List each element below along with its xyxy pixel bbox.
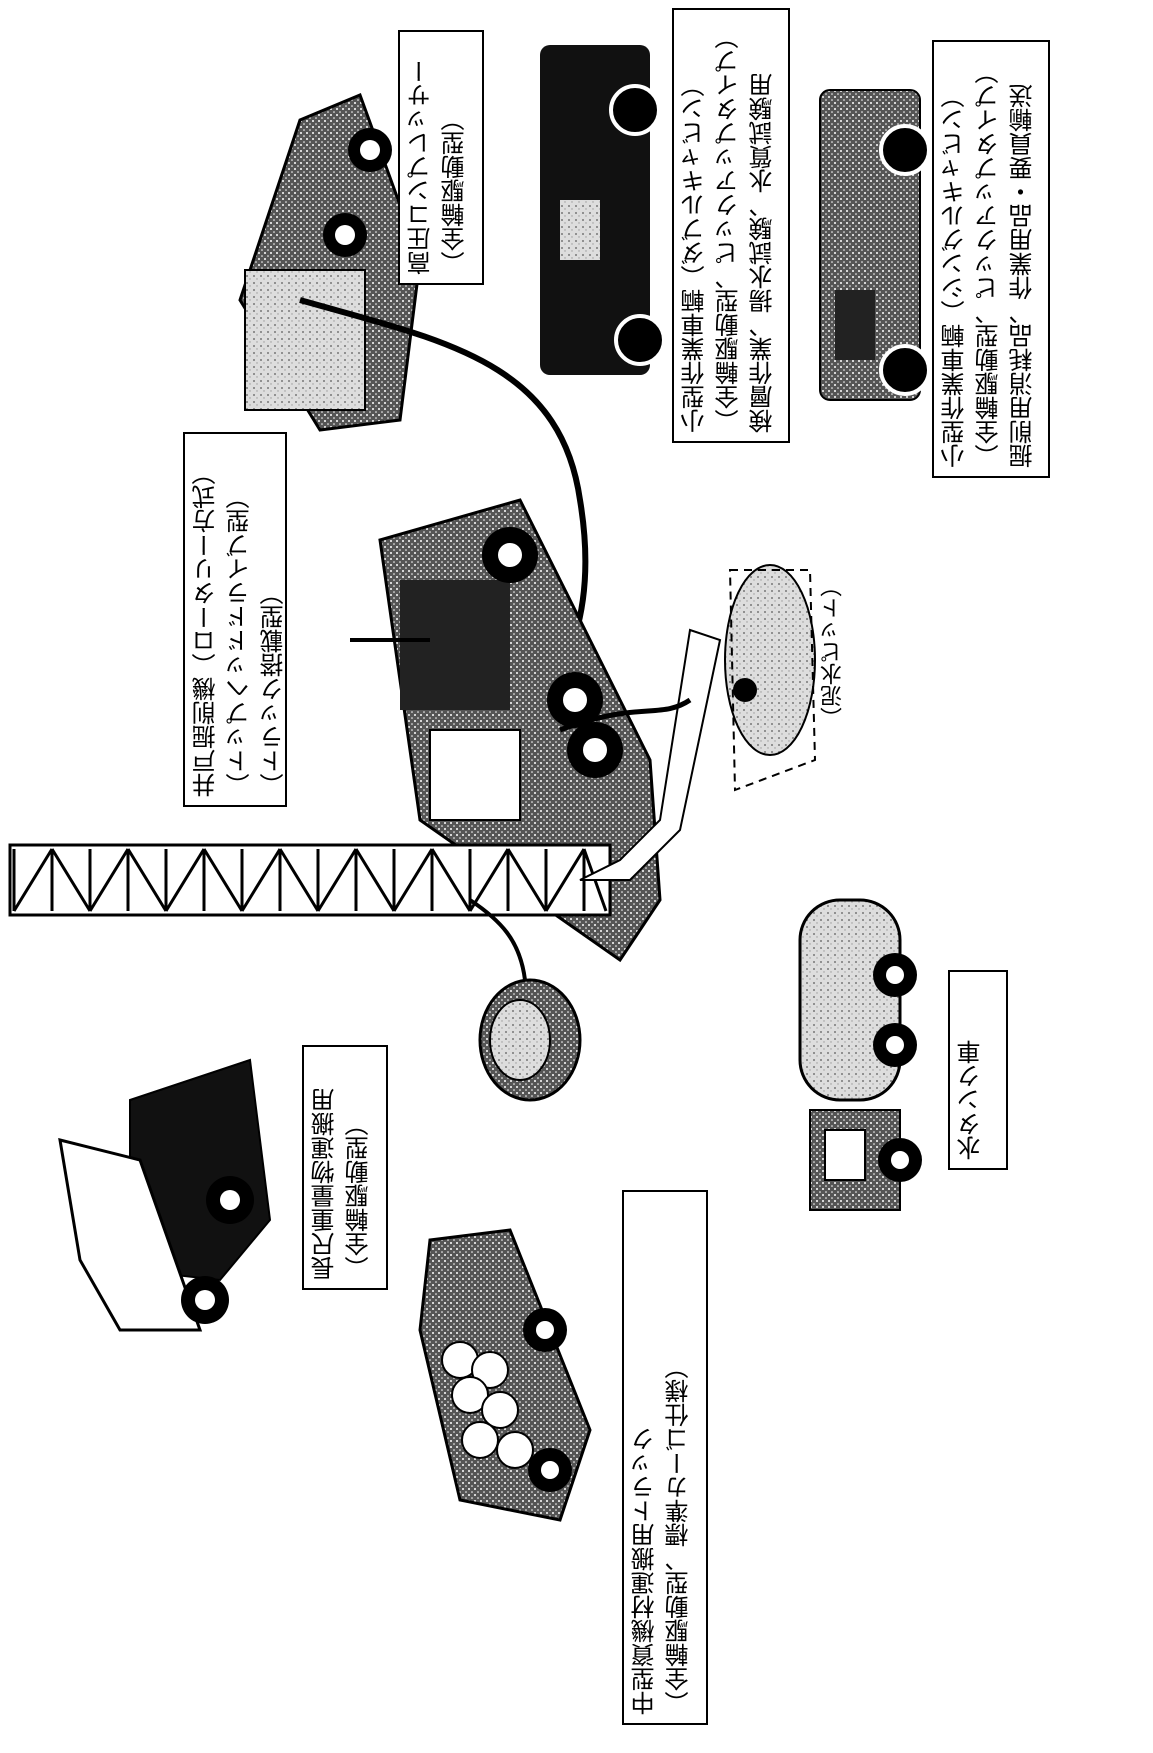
drill-rig-label-line1: 井戸掘削機（ロータリー方式） (189, 442, 223, 797)
mud-pit-illustration (725, 565, 815, 790)
drill-rig-label-line2: （トップヘッドドライブ型） (223, 442, 257, 797)
water-tanker-illustration (800, 900, 922, 1210)
mid-cargo-truck-illustration (420, 1230, 590, 1520)
hose-reel-illustration (470, 900, 580, 1100)
drill-rig-label-line3: （トラック搭載型） (257, 442, 291, 797)
double-cab-pickup-illustration (540, 45, 664, 375)
water-tanker-label-text: 水タンク車 (954, 980, 988, 1160)
compressor-truck-illustration (240, 95, 420, 430)
long-cargo-truck-illustration (60, 1060, 270, 1330)
long-cargo-label-line1: 長尺重量物運搬用 (308, 1055, 342, 1280)
drill-mast-illustration (10, 845, 610, 915)
compressor-label-line1: 高圧コンプレッサー (404, 40, 438, 275)
mid-cargo-label-line2: （全輪駆動型、標準カーゴ仕様） (662, 1200, 696, 1715)
compressor-label: 高圧コンプレッサー （全輪駆動型） (398, 30, 484, 285)
long-cargo-label: 長尺重量物運搬用 （全輪駆動型） (302, 1045, 388, 1290)
water-tanker-label: 水タンク車 (948, 970, 1008, 1170)
double-cab-label-line2: （全輪駆動型、ピックアップタイプ） (712, 18, 746, 433)
long-cargo-label-line2: （全輪駆動型） (342, 1055, 376, 1280)
single-cab-label-line1: 小型作業車輌（シングルキャビン） (938, 50, 972, 468)
single-cab-pickup-illustration (820, 90, 929, 400)
double-cab-label: 小型作業車輌（ダブルキャビン） （全輪駆動型、ピックアップタイプ） 検層作業、揚… (672, 8, 790, 443)
mid-cargo-label: 中型資機材運搬用トラック （全輪駆動型、標準カーゴ仕様） (622, 1190, 708, 1725)
single-cab-label-line2: （全輪駆動型、ピックアップタイプ） (972, 50, 1006, 468)
single-cab-label-line3: 掘削用消耗品、作業用品・要員輸送 (1006, 50, 1040, 468)
compressor-label-line2: （全輪駆動型） (438, 40, 472, 275)
mud-pit-label: （泥水ピット） (818, 575, 850, 729)
drill-rig-label: 井戸掘削機（ロータリー方式） （トップヘッドドライブ型） （トラック搭載型） (183, 432, 287, 807)
double-cab-label-line3: 検層作業、揚水試験、水質試験用 (746, 18, 780, 433)
single-cab-label: 小型作業車輌（シングルキャビン） （全輪駆動型、ピックアップタイプ） 掘削用消耗… (932, 40, 1050, 478)
double-cab-label-line1: 小型作業車輌（ダブルキャビン） (678, 18, 712, 433)
mid-cargo-label-line1: 中型資機材運搬用トラック (628, 1200, 662, 1715)
